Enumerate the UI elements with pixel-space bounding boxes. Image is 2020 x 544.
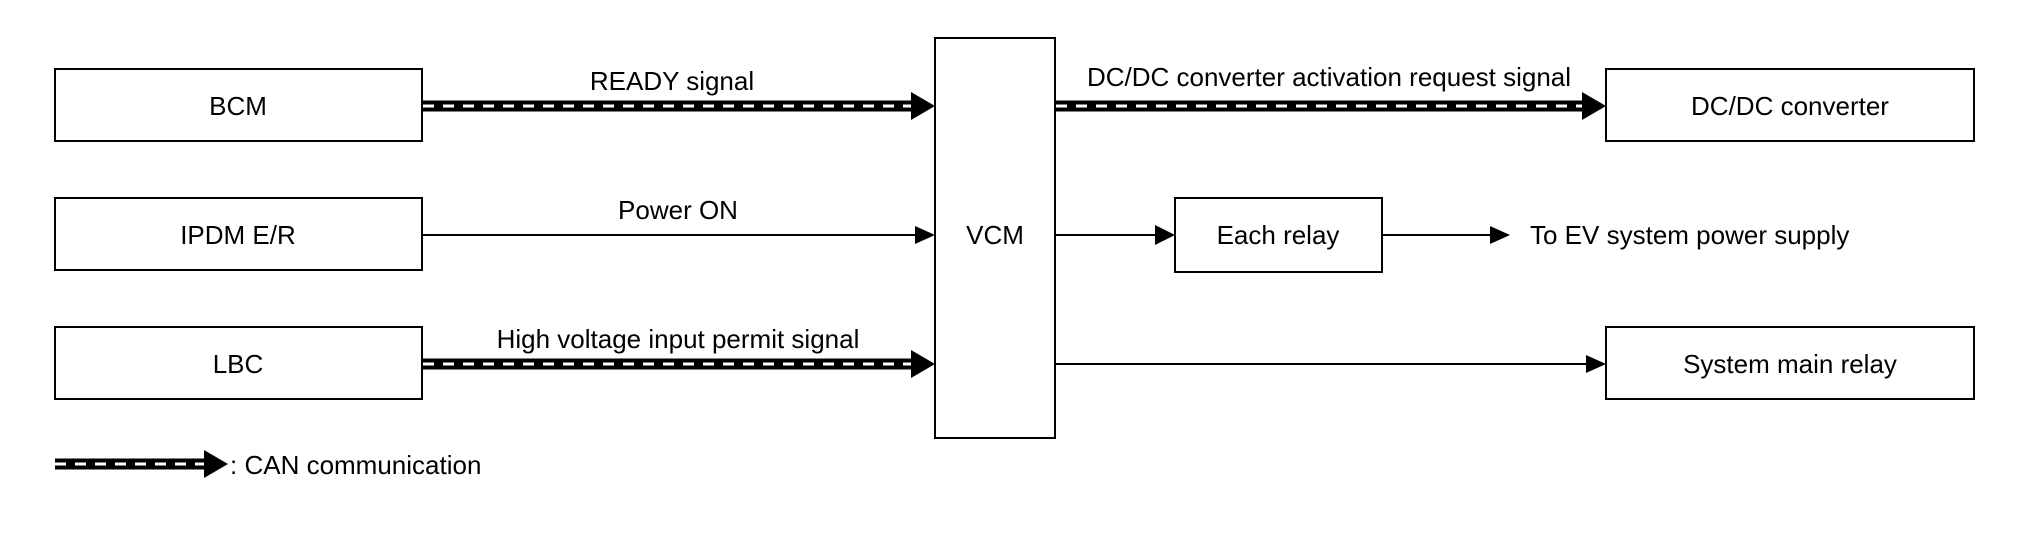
- ev-supply-label: To EV system power supply: [1530, 220, 1849, 250]
- vcm-to-system-main-relay-arrow: [1055, 355, 1606, 373]
- bcm-block: BCM: [54, 68, 423, 142]
- dcdc-request-arrow: [1056, 92, 1606, 120]
- legend-can-arrow: [55, 450, 228, 478]
- vcm-block: VCM: [934, 37, 1056, 439]
- hv-permit-signal-label: High voltage input permit signal: [497, 324, 860, 354]
- hv-permit-signal-arrow: [423, 350, 935, 378]
- each-relay-label: Each relay: [1217, 220, 1340, 250]
- dcdc-request-label: DC/DC converter activation request signa…: [1087, 62, 1571, 92]
- lbc-block: LBC: [54, 326, 423, 400]
- dcdc-label: DC/DC converter: [1691, 91, 1889, 121]
- each-relay-block: Each relay: [1174, 197, 1383, 273]
- ipdm-block: IPDM E/R: [54, 197, 423, 271]
- ipdm-label: IPDM E/R: [180, 220, 296, 250]
- each-relay-to-ev-supply-arrow: [1382, 226, 1510, 244]
- bcm-label: BCM: [209, 91, 267, 121]
- legend-label: : CAN communication: [230, 450, 481, 480]
- vcm-to-each-relay-arrow: [1055, 225, 1175, 245]
- power-on-arrow: [422, 226, 935, 244]
- lbc-label: LBC: [213, 349, 264, 379]
- power-on-label: Power ON: [618, 195, 738, 225]
- system-main-relay-label: System main relay: [1683, 349, 1897, 379]
- vcm-label: VCM: [966, 220, 1024, 250]
- ready-signal-arrow: [423, 92, 935, 120]
- system-main-relay-block: System main relay: [1605, 326, 1975, 400]
- dcdc-block: DC/DC converter: [1605, 68, 1975, 142]
- ready-signal-label: READY signal: [590, 66, 754, 96]
